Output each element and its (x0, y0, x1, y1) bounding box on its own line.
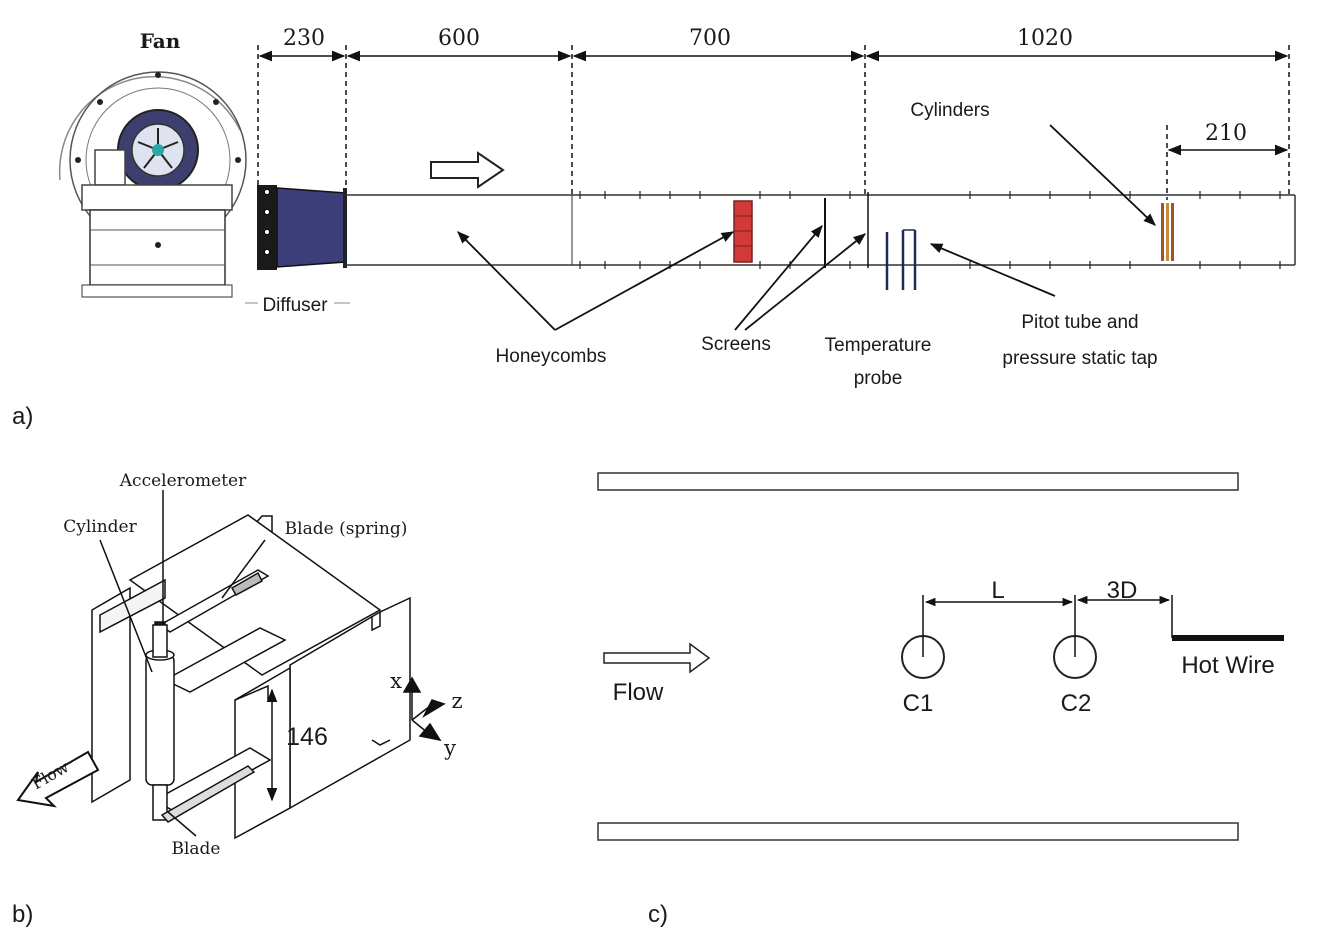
axis-z-label: z (451, 689, 462, 713)
honeycomb-element (733, 200, 753, 263)
fan-label: Fan (140, 29, 181, 53)
c2-label: C2 (1061, 690, 1092, 717)
dim-700: 700 (689, 26, 731, 51)
diffuser (245, 185, 350, 304)
blade-label: Blade (171, 839, 220, 859)
dimension-lines (257, 45, 1290, 200)
dim-210: 210 (1205, 121, 1247, 146)
cylinder (145, 654, 175, 786)
flow-arrow-icon (430, 151, 505, 189)
c1-label: C1 (903, 690, 934, 717)
flow-label-c: Flow (613, 679, 664, 706)
3D-label: 3D (1107, 577, 1138, 604)
leader-arrows (457, 124, 1156, 331)
cylinders-label: Cylinders (910, 100, 989, 121)
screens-label: Screens (701, 334, 771, 355)
blade-spring-label: Blade (spring) (285, 519, 408, 539)
panel-a-label: a) (12, 403, 33, 430)
flow-arrow-b-icon (16, 750, 100, 808)
cylinders-element (1161, 203, 1174, 261)
panel-b-label: b) (12, 901, 33, 928)
axis-y-label: y (443, 736, 456, 760)
panel-c: Flow L 3D C1 C2 Hot Wire c) (597, 472, 1284, 928)
top-wall (597, 472, 1239, 491)
axes-triad-icon (402, 676, 446, 742)
dim-1020: 1020 (1017, 26, 1073, 51)
probe-label: probe (854, 368, 903, 389)
dim-146: 146 (286, 723, 328, 751)
panel-b (16, 490, 446, 840)
bottom-wall (597, 822, 1239, 841)
pitot-label-line1: Pitot tube and (1021, 312, 1138, 333)
top-plate (128, 514, 382, 676)
dim-600: 600 (438, 26, 480, 51)
pitot-label-line2: pressure static tap (1002, 348, 1157, 369)
cylinder-label: Cylinder (63, 517, 137, 537)
temperature-label: Temperature (825, 335, 932, 356)
panel-a: Fan Diffuser (12, 26, 1296, 430)
axis-x-label: x (390, 669, 402, 693)
fan-assembly (58, 71, 247, 298)
dim-230: 230 (283, 26, 325, 51)
probes (885, 229, 917, 290)
tunnel-duct (345, 191, 1296, 269)
flow-arrow-c-icon (603, 642, 711, 674)
panel-c-label: c) (648, 901, 668, 928)
diffuser-label: Diffuser (262, 295, 328, 316)
L-label: L (991, 577, 1004, 604)
left-plate (91, 586, 131, 804)
accelerometer-label: Accelerometer (119, 471, 247, 491)
hot-wire-label: Hot Wire (1181, 652, 1274, 679)
honeycombs-label: Honeycombs (496, 346, 607, 367)
